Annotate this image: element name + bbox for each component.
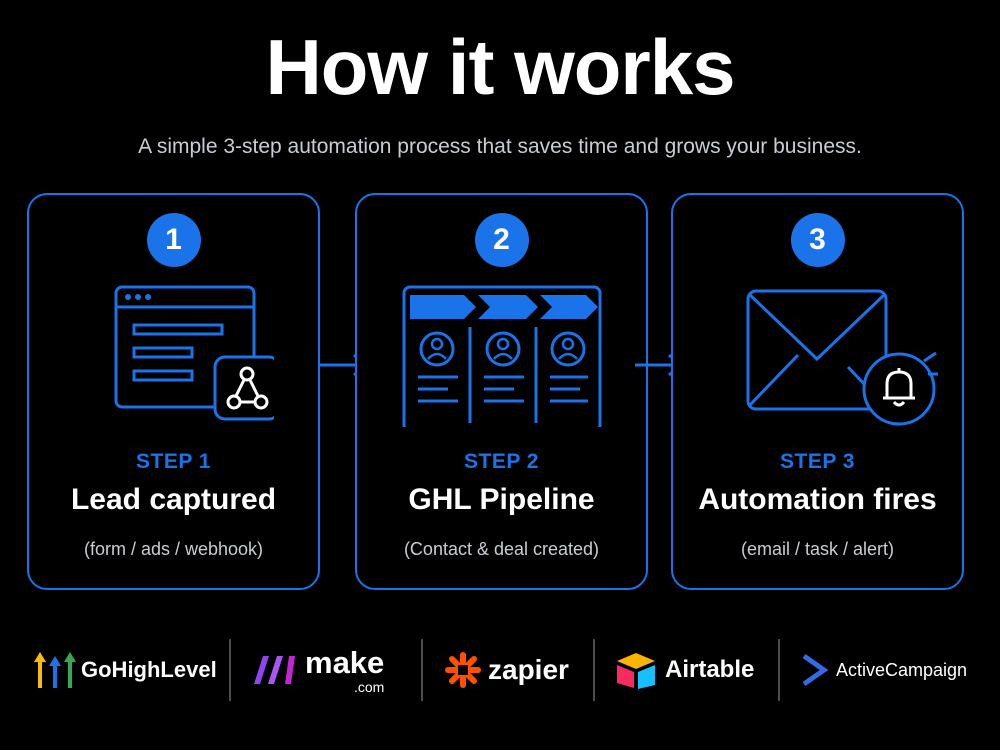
gohighlevel-arrows-icon (34, 652, 76, 688)
step-description: (Contact & deal created) (403, 539, 600, 559)
make-domain-label: .com (353, 678, 385, 695)
step-number-badge: 2 (474, 213, 529, 267)
activecampaign-chevron-icon (802, 653, 829, 687)
zapier-label: zapier (488, 654, 569, 685)
zapier-logo: zapier (444, 635, 569, 705)
make-bars-icon (254, 656, 295, 684)
email-bell-icon (673, 277, 962, 427)
zapier-asterisk-icon (445, 652, 481, 688)
step-card-2: 2 STEP 2 GHL (355, 193, 648, 590)
step-description: (email / task / alert) (740, 539, 895, 559)
step-card-3: 3 STEP 3 Automation fires (email / task … (671, 193, 964, 590)
step-title: Automation fires (698, 483, 937, 516)
step-number-badge: 3 (790, 213, 845, 267)
step-label: STEP 3 (780, 450, 855, 473)
make-label: make (305, 644, 385, 680)
gohighlevel-label: GoHighLevel (81, 657, 217, 682)
gohighlevel-logo: GoHighLevel (33, 635, 217, 705)
airtable-icon (617, 653, 655, 689)
page-subtitle: A simple 3-step automation process that … (138, 135, 862, 158)
make-logo: make .com (253, 635, 384, 705)
step-title: Lead captured (70, 483, 277, 516)
airtable-label: Airtable (665, 656, 755, 683)
divider (421, 639, 423, 701)
divider (778, 639, 780, 701)
step-description: (form / ads / webhook) (83, 539, 264, 559)
airtable-logo: Airtable (615, 635, 754, 705)
pipeline-contacts-icon (357, 277, 646, 427)
step-label: STEP 2 (464, 450, 539, 473)
step-card-1: 1 STEP 1 Lead captured (form / ads / web… (27, 193, 320, 590)
browser-form-webhook-icon (29, 277, 318, 427)
page-title: How it works (265, 23, 735, 111)
activecampaign-logo: ActiveCampaign (800, 635, 967, 705)
step-number-badge: 1 (146, 213, 201, 267)
step-title: GHL Pipeline (408, 483, 595, 516)
activecampaign-label: ActiveCampaign (836, 659, 968, 680)
divider (593, 639, 595, 701)
step-label: STEP 1 (136, 450, 211, 473)
divider (229, 639, 231, 701)
integration-logos: GoHighLevel make .com zapier (0, 635, 1000, 705)
